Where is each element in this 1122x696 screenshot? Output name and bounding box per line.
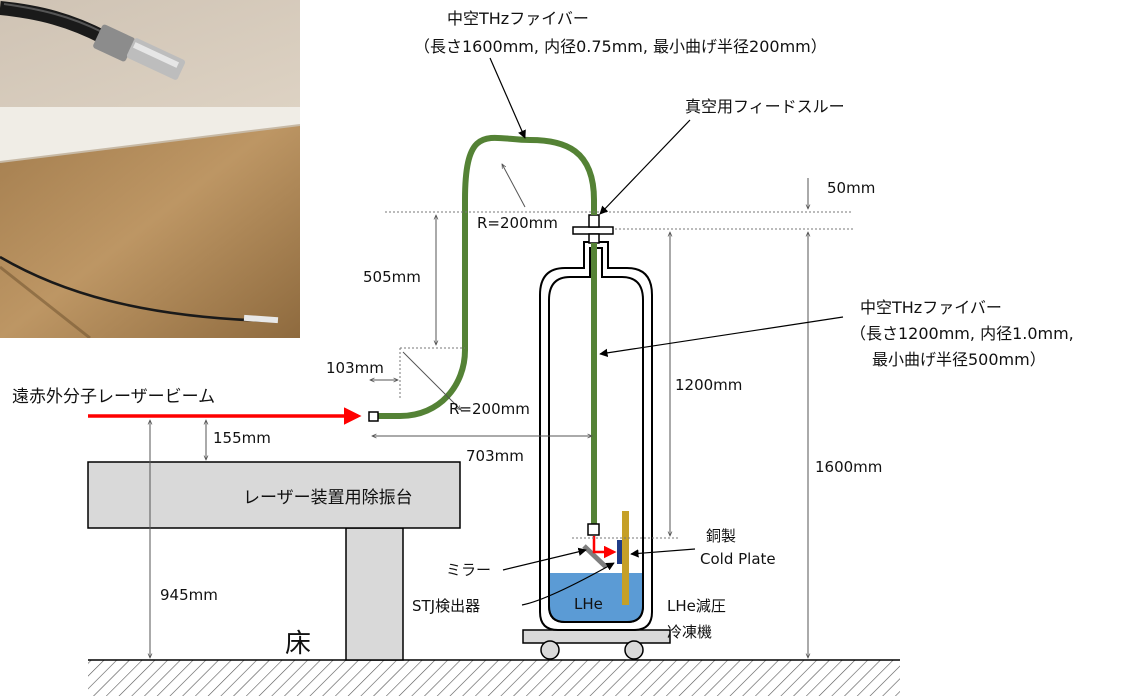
inner-optics xyxy=(582,511,629,605)
r200-top-label: R=200mm xyxy=(477,214,558,232)
beam-path xyxy=(592,536,617,559)
fiber-top-spec: （長さ1600mm, 内径0.75mm, 最小曲げ半径200mm） xyxy=(414,37,827,56)
lhe-label: LHe xyxy=(574,595,603,613)
hollow-fiber-1600 xyxy=(378,134,597,419)
vacuum-feedthrough xyxy=(572,214,614,244)
callout-arrows xyxy=(489,57,844,606)
floor-label: 床 xyxy=(285,629,311,659)
stj-detector-label: STJ検出器 xyxy=(412,597,480,615)
mirror-label: ミラー xyxy=(446,561,491,579)
feedthrough-label: 真空用フィードスルー xyxy=(685,97,845,116)
dim-1200mm-label: 1200mm xyxy=(675,376,742,394)
laser-beam-label: 遠赤外分子レーザービーム xyxy=(12,387,215,407)
cryostat-label-1: LHe減圧 xyxy=(667,597,726,615)
dim-103mm-label: 103mm xyxy=(326,359,384,377)
fiber-top-title: 中空THzファイバー xyxy=(447,9,589,28)
dim-155mm-label: 155mm xyxy=(213,429,271,447)
dim-505mm-label: 505mm xyxy=(363,268,421,286)
fiber-inner-title: 中空THzファイバー xyxy=(860,298,1002,317)
dim-1600mm-label: 1600mm xyxy=(815,458,882,476)
fiber-end-input xyxy=(368,411,379,422)
cryostat-cart xyxy=(522,629,671,660)
dim-945mm-label: 945mm xyxy=(160,586,218,604)
fiber-inner-spec1: （長さ1200mm, 内径1.0mm, xyxy=(850,324,1074,343)
copper-label: 銅製 xyxy=(706,527,736,545)
fiber-coil-photo xyxy=(0,107,300,338)
optical-table-label: レーザー装置用除振台 xyxy=(243,488,413,508)
fiber-connector-photo xyxy=(0,0,300,107)
dim-50mm-label: 50mm xyxy=(827,179,875,197)
mirror xyxy=(582,544,608,569)
cryostat-label-2: 冷凍機 xyxy=(667,623,712,641)
reference-lines xyxy=(385,211,853,539)
dimension-lines xyxy=(150,164,808,658)
fiber-inner-spec2: 最小曲げ半径500mm） xyxy=(872,350,1046,369)
fiber-end-output xyxy=(587,523,600,536)
dim-703mm-label: 703mm xyxy=(466,447,524,465)
text-labels: 中空THzファイバー （長さ1600mm, 内径0.75mm, 最小曲げ半径20… xyxy=(12,9,1074,659)
cold-plate-label: Cold Plate xyxy=(700,550,776,568)
floor xyxy=(88,659,900,696)
cold-plate xyxy=(622,511,629,605)
r200-bottom-label: R=200mm xyxy=(449,400,530,418)
stj-detector xyxy=(617,540,622,564)
